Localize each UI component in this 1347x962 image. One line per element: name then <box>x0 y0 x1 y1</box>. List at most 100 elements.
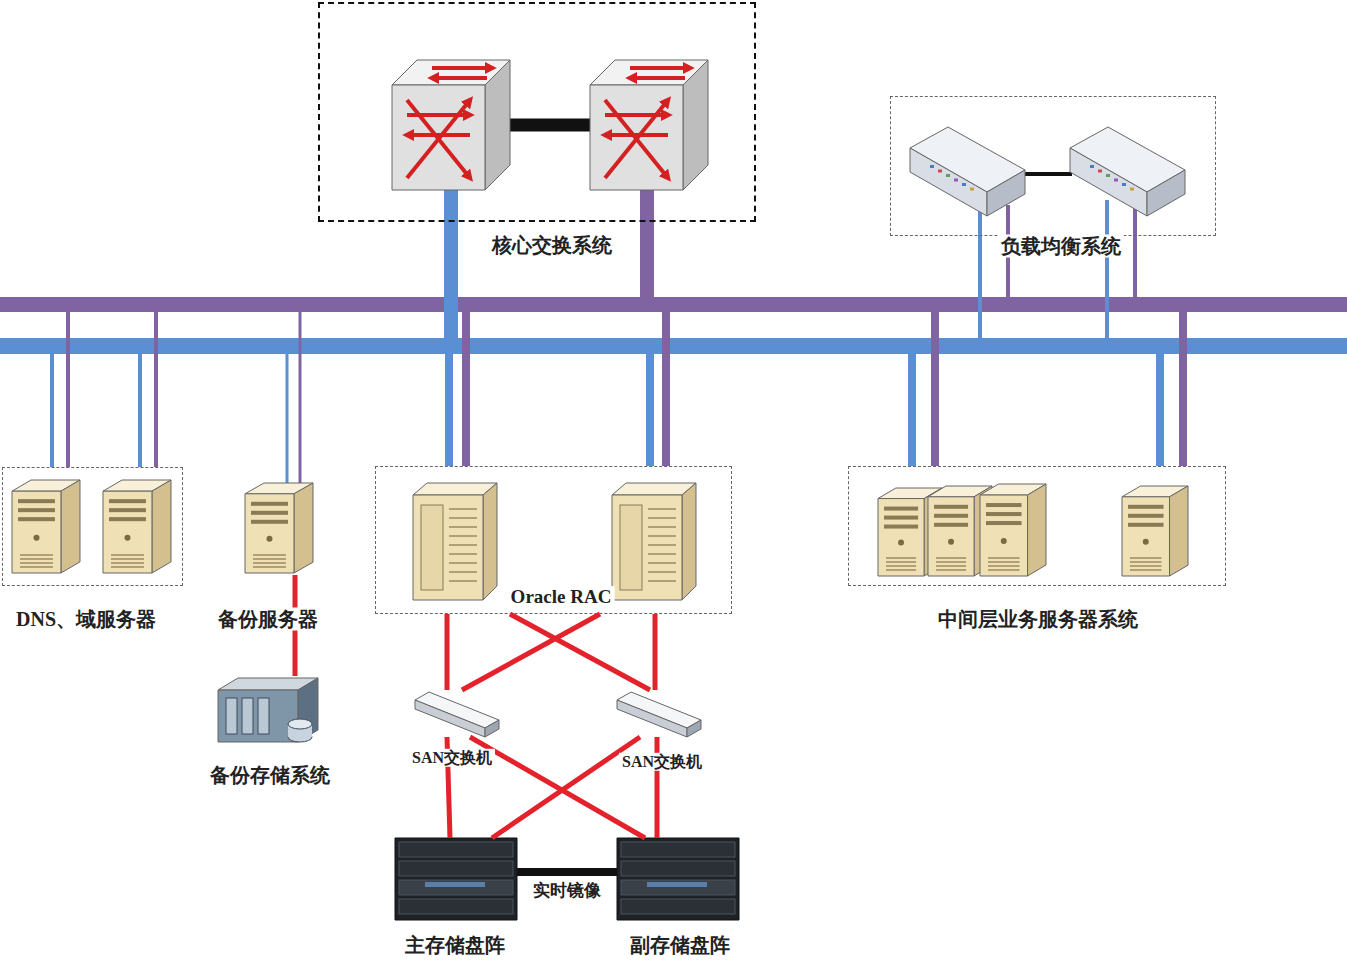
power-button <box>1143 539 1149 545</box>
node-label: Oracle RAC <box>508 586 615 608</box>
grill-line <box>648 553 676 555</box>
tape-slot <box>242 698 253 734</box>
purple-bus <box>0 297 1347 312</box>
mirror-link <box>517 868 617 876</box>
vent-line <box>988 561 1020 563</box>
server-icon <box>12 480 80 573</box>
grill-line <box>449 526 477 528</box>
icon-face <box>928 497 974 576</box>
port-led <box>962 183 966 186</box>
icon-face <box>103 491 152 573</box>
fibre-link <box>462 614 600 690</box>
switch-arrow <box>630 76 685 80</box>
network-wire <box>50 352 54 467</box>
vent-line <box>111 562 144 564</box>
network-wire <box>931 310 939 466</box>
icon-face <box>483 483 497 600</box>
icon-face <box>987 170 1025 216</box>
disk-shelf <box>399 861 513 876</box>
grill-line <box>648 508 676 510</box>
grill-line <box>648 526 676 528</box>
node-label: 备份存储系统 <box>207 764 333 787</box>
switch-arrow <box>605 100 668 178</box>
san-switch: SAN交换机 <box>415 690 500 737</box>
disk-cylinder <box>288 719 312 729</box>
switch-arrow <box>407 100 470 178</box>
network-wire <box>462 310 470 466</box>
vent-line <box>1130 561 1162 563</box>
vent-line <box>1130 569 1162 571</box>
switch-arrow <box>407 100 470 178</box>
grill-line <box>648 571 676 573</box>
port-led <box>1106 174 1110 177</box>
san-switch-icon <box>415 692 499 737</box>
vent-line <box>936 561 966 563</box>
vent-line <box>111 566 144 568</box>
rac-server-icon <box>612 483 696 600</box>
grill-line <box>648 562 676 564</box>
grill-line <box>648 517 676 519</box>
drive-slot <box>1128 514 1164 518</box>
fibre-link <box>445 614 450 690</box>
icon-face <box>1170 486 1188 576</box>
drive-slot <box>986 521 1022 525</box>
icon-face <box>682 483 696 600</box>
disk-shelf <box>621 880 735 895</box>
disk-shelf <box>621 842 735 857</box>
disk-shelf <box>399 899 513 914</box>
power-button <box>948 539 954 545</box>
port-led <box>1114 179 1118 182</box>
icon-face <box>617 838 739 920</box>
backup-storage: 备份存储系统 <box>215 676 320 746</box>
grill-line <box>449 508 477 510</box>
port-led <box>938 170 942 173</box>
drive-slot <box>251 511 288 515</box>
rac-server-icon <box>413 483 497 600</box>
drive-slot <box>1128 523 1164 527</box>
grill-line <box>449 553 477 555</box>
node-label: 副存储盘阵 <box>627 934 733 957</box>
network-wire <box>1156 352 1164 466</box>
drive-slot <box>934 505 968 509</box>
network-wire <box>646 352 654 466</box>
vent-line <box>253 554 286 556</box>
vent-line <box>111 558 144 560</box>
vent-line <box>886 569 916 571</box>
san-switch: SAN交换机 <box>617 690 702 737</box>
lb-link <box>1020 172 1072 176</box>
icon-face <box>245 494 294 573</box>
disk-array-icon <box>617 838 739 920</box>
icon-face <box>1070 148 1147 216</box>
drive-slot <box>18 508 55 512</box>
vent-line <box>253 558 286 560</box>
vent-line <box>20 554 53 556</box>
port-led <box>970 188 974 191</box>
icon-face <box>878 499 924 576</box>
switch-arrow <box>605 100 668 178</box>
icon-face <box>395 838 517 920</box>
disk-shelf <box>621 861 735 876</box>
drive-slot <box>109 517 146 521</box>
node-label: 核心交换系统 <box>489 234 615 257</box>
drive-slot <box>18 517 55 521</box>
core-uplink <box>444 185 458 340</box>
node-label: 主存储盘阵 <box>402 934 508 957</box>
network-wire <box>908 352 916 466</box>
icon-face <box>485 60 510 190</box>
port-led <box>954 179 958 182</box>
port-led <box>1090 165 1094 168</box>
power-button <box>1001 538 1007 544</box>
network-wire <box>1133 200 1137 300</box>
vent-line <box>936 565 966 567</box>
icon-face <box>392 85 485 190</box>
drive-slot <box>109 499 146 503</box>
grill-line <box>449 562 477 564</box>
power-button <box>266 536 272 542</box>
grill-line <box>449 571 477 573</box>
icon-face <box>1147 170 1185 216</box>
fibre-link <box>653 614 658 690</box>
network-wire <box>1105 200 1109 340</box>
node-label: 负载均衡系统 <box>998 235 1124 258</box>
